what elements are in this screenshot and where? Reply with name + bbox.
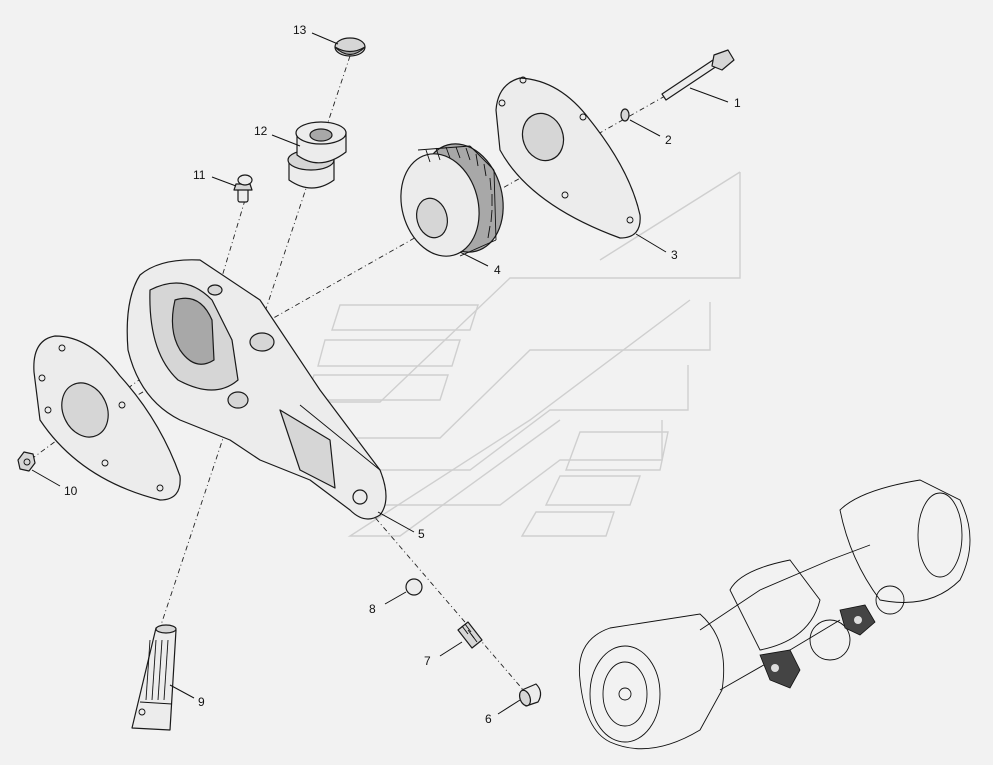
callout-7: 7: [424, 654, 431, 668]
callout-1: 1: [734, 96, 741, 110]
callout-8: 8: [369, 602, 376, 616]
part-9-splined-shaft: [131, 624, 177, 731]
part-10-nut: [17, 451, 36, 472]
watermark-logo: [300, 171, 741, 537]
callout-9: 9: [198, 695, 205, 709]
callout-4: 4: [494, 263, 501, 277]
callout-11: 11: [193, 168, 206, 182]
callout-5: 5: [418, 527, 425, 541]
callout-3: 3: [671, 248, 678, 262]
part-11-grease-fitting: [233, 174, 253, 203]
part-2-washer: [620, 108, 630, 122]
part-6-plug: [518, 683, 542, 707]
front-plate: [33, 335, 181, 501]
part-7-worm-screw: [457, 621, 483, 649]
part-8-o-ring: [405, 578, 423, 596]
part-4-gear: [400, 143, 504, 257]
axle-overview-inset: [578, 479, 971, 750]
callout-13: 13: [293, 23, 307, 37]
part-1-bolt: [661, 49, 735, 101]
callout-12: 12: [254, 124, 268, 138]
part-5-slack-adjuster: [126, 259, 387, 520]
part-12-bushing: [287, 121, 347, 189]
part-13-cap: [334, 37, 366, 57]
callout-2: 2: [665, 133, 672, 147]
part-3-rear-plate: [495, 76, 641, 239]
callout-6: 6: [485, 712, 492, 726]
callouts: 1 2 3 4 5 6 7 8 9 10 11 12 13: [31, 23, 741, 726]
callout-10: 10: [64, 484, 78, 498]
